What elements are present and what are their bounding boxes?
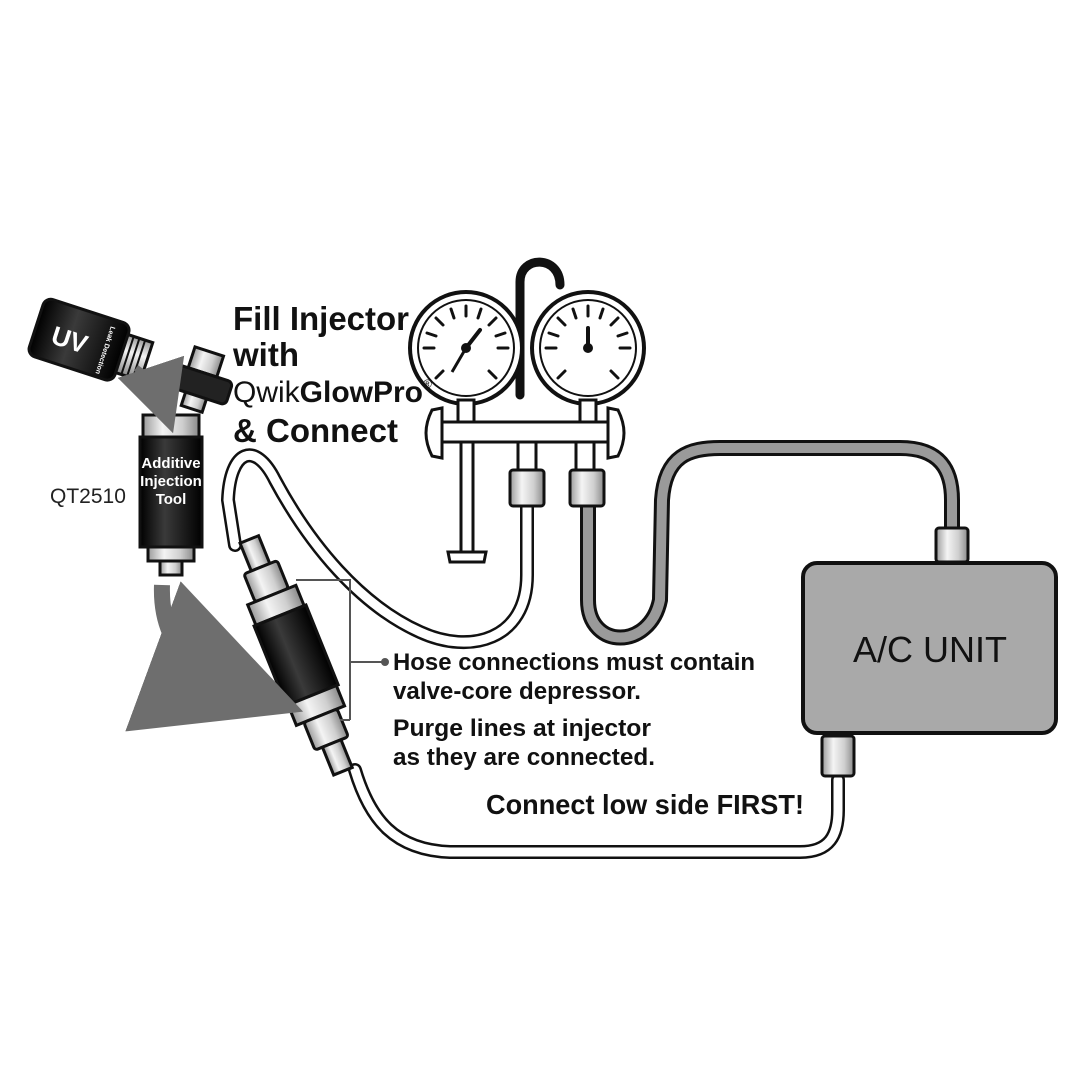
brand-name: GlowPro: [300, 376, 423, 409]
note-purge-line2: as they are connected.: [393, 744, 655, 771]
note-hose-line2: valve-core depressor.: [393, 678, 641, 705]
inline-injector: [238, 533, 355, 777]
manifold-foot: [446, 550, 488, 564]
additive-injection-tool: Additive Injection Tool: [138, 413, 204, 577]
part-number: QT2510: [50, 485, 126, 508]
bottle-to-cap-arrow: [117, 355, 185, 434]
right-manifold-fitting: [568, 468, 606, 508]
right-pressure-gauge-icon: [530, 290, 646, 406]
brand-line: QwikGlowPro®: [233, 376, 432, 409]
tool-label-line1: Additive: [141, 455, 200, 472]
title-line2: with: [232, 336, 299, 373]
title-line1: Fill Injector: [233, 300, 409, 337]
ac-bottom-fitting: [820, 734, 856, 778]
tool-label-line3: Tool: [156, 491, 187, 508]
brand-prefix: Qwik: [233, 376, 301, 409]
ac-unit: A/C UNIT: [801, 526, 1058, 778]
note-hose-line1: Hose connections must contain: [393, 649, 755, 676]
right-valve-knob: [606, 406, 626, 460]
title-line4: & Connect: [233, 412, 398, 449]
left-valve-knob: [424, 406, 444, 460]
dye-bottle-icon: UV Leak Detection: [27, 297, 155, 383]
manifold-hook: [515, 257, 565, 400]
tool-to-injector-arrow: [125, 581, 304, 732]
note-low-side: Connect low side FIRST!: [486, 789, 804, 820]
left-manifold-fitting: [508, 468, 546, 508]
high-side-hose: [580, 440, 960, 646]
ac-top-fitting: [934, 526, 970, 564]
tool-label-line2: Injection: [140, 473, 202, 490]
callout-bracket: [296, 579, 389, 721]
ac-unit-label: A/C UNIT: [853, 629, 1007, 670]
injector-cap-icon: [166, 344, 234, 415]
left-pressure-gauge-icon: [408, 290, 524, 406]
manifold-gauge-set: [408, 257, 646, 564]
brand-mark: ®: [423, 377, 432, 391]
note-purge-line1: Purge lines at injector: [393, 715, 651, 742]
manifold-body: [438, 420, 612, 444]
low-side-hose-lower: [348, 763, 845, 859]
